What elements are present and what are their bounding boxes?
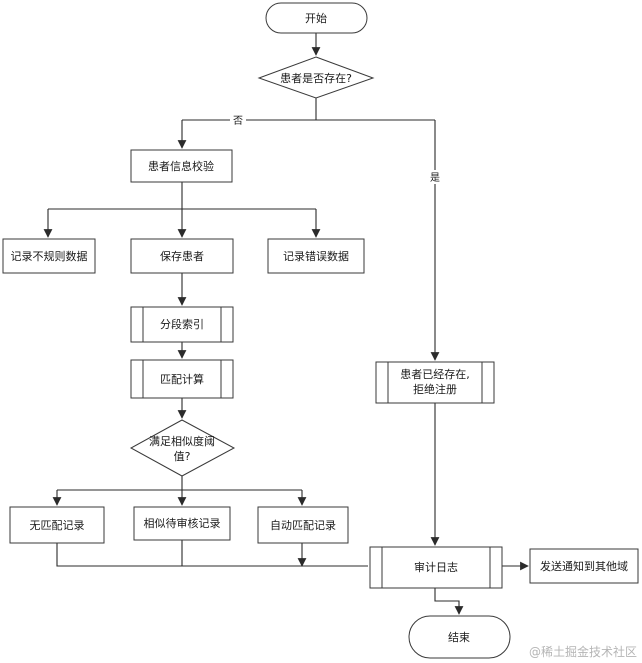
segment-index-label: 分段索引	[160, 317, 204, 331]
edge-label-no: 否	[233, 115, 243, 127]
save-patient-label: 保存患者	[160, 249, 204, 263]
edge-results-to-audit	[56, 540, 368, 566]
record-irregular-label: 记录不规则数据	[11, 249, 88, 263]
no-match-node: 无匹配记录	[9, 506, 105, 544]
similarity-decision: 满足相似度阈 值?	[129, 419, 236, 477]
match-calc-label: 匹配计算	[160, 372, 204, 386]
similar-pending-label: 相似待审核记录	[144, 516, 221, 530]
edge-label-yes: 是	[430, 172, 440, 184]
exists-reject-line2: 拒绝注册	[413, 382, 457, 396]
match-calc-node: 匹配计算	[130, 359, 234, 399]
edge-verify-split	[48, 182, 316, 210]
start-node: 开始	[265, 2, 368, 34]
verify-info-label: 患者信息校验	[148, 159, 214, 173]
end-node: 结束	[408, 615, 511, 659]
end-label: 结束	[448, 631, 470, 644]
save-patient-node: 保存患者	[130, 238, 234, 274]
send-notice-label: 发送通知到其他域	[540, 559, 628, 573]
audit-log-node: 审计日志	[369, 546, 503, 589]
auto-match-label: 自动匹配记录	[270, 519, 336, 532]
patient-exists-label: 患者是否存在?	[280, 71, 352, 85]
patient-exists-decision: 患者是否存在?	[257, 56, 375, 99]
record-irregular-node: 记录不规则数据	[2, 238, 96, 274]
edges	[43, 33, 529, 615]
auto-match-node: 自动匹配记录	[257, 506, 349, 544]
edge-audit-to-end	[434, 588, 464, 615]
segment-index-node: 分段索引	[130, 306, 234, 343]
edge-decision-split	[182, 98, 435, 121]
verify-info-node: 患者信息校验	[130, 149, 233, 183]
similarity-label-line2: 值?	[174, 450, 191, 463]
exists-reject-node: 患者已经存在, 拒绝注册	[375, 361, 495, 404]
record-error-node: 记录错误数据	[267, 238, 365, 274]
similarity-label-line1: 满足相似度阈	[149, 434, 215, 448]
start-label: 开始	[305, 11, 327, 25]
exists-reject-line1: 患者已经存在,	[400, 367, 470, 381]
record-error-label: 记录错误数据	[283, 249, 349, 263]
send-notice-node: 发送通知到其他域	[529, 548, 639, 584]
audit-log-label: 审计日志	[414, 560, 458, 574]
watermark: @稀土掘金技术社区	[529, 644, 637, 659]
similar-pending-node: 相似待审核记录	[133, 506, 231, 541]
no-match-label: 无匹配记录	[30, 519, 85, 532]
edge-similarity-split	[57, 475, 302, 491]
